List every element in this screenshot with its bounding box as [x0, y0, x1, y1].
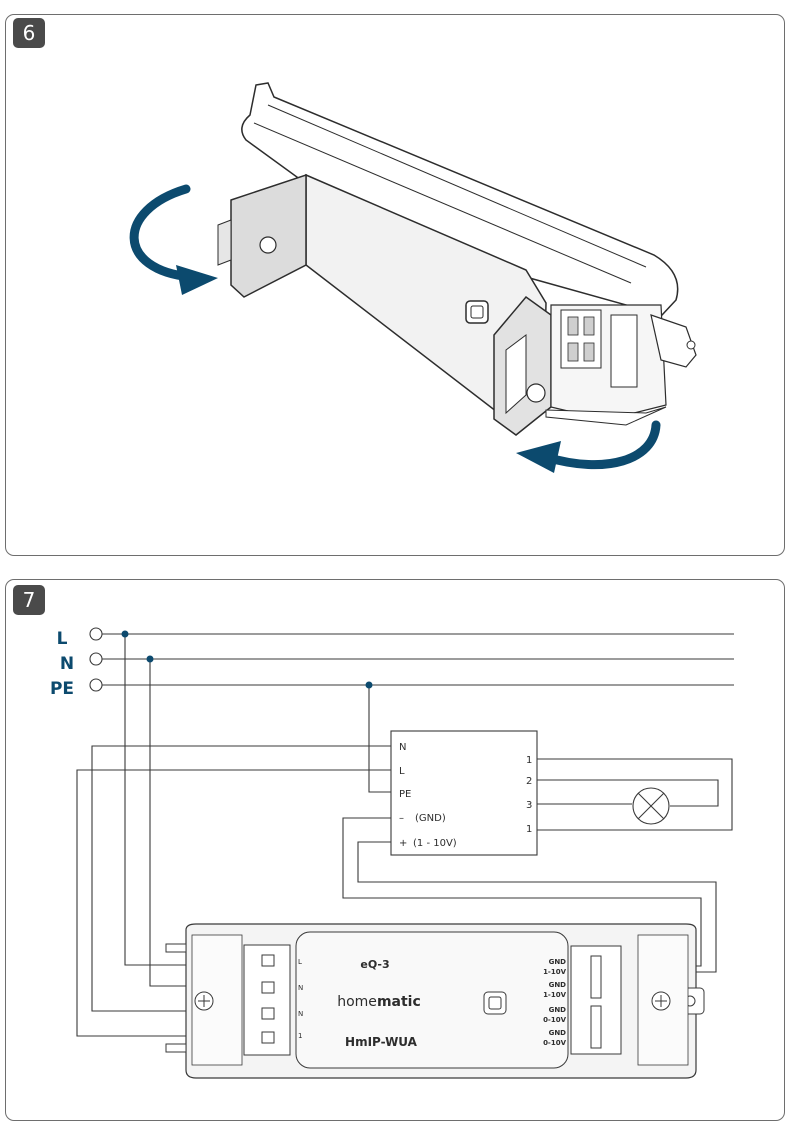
- mains-pe-label: PE: [50, 679, 74, 699]
- out-label: GND: [549, 1029, 567, 1037]
- driver-plus: +: [399, 838, 407, 849]
- driver-input-pe: PE: [399, 789, 411, 800]
- device-term-n1: N: [298, 984, 303, 992]
- out-label: 1-10V: [543, 991, 567, 999]
- driver-output-3: 3: [526, 800, 532, 811]
- step-number-badge: 6: [13, 18, 45, 48]
- driver-input-n: N: [399, 742, 406, 753]
- lamp-icon: [632, 787, 670, 825]
- device-brand: eQ-3: [360, 958, 389, 971]
- mains-n-label: N: [60, 654, 74, 674]
- step-6-panel: 6: [5, 14, 785, 556]
- driver-output-1b: 1: [526, 824, 532, 835]
- device-housing: [165, 923, 705, 1079]
- out-label: GND: [549, 958, 567, 966]
- out-label: GND: [549, 1006, 567, 1014]
- step-number-badge: 7: [13, 585, 45, 615]
- driver-gnd-label: (GND): [415, 813, 446, 824]
- terminal-pe: [89, 678, 103, 692]
- out-label: 0-10V: [543, 1039, 567, 1047]
- driver-minus: –: [399, 813, 404, 824]
- driver-output-1a: 1: [526, 755, 532, 766]
- driver-volt-label: (1 - 10V): [413, 838, 457, 849]
- step-7-panel: 7 L N PE: [5, 579, 785, 1121]
- device-term-n2: N: [298, 1010, 303, 1018]
- out-label: 0-10V: [543, 1016, 567, 1024]
- terminal-l: [89, 627, 103, 641]
- driver-input-l: L: [399, 766, 405, 777]
- driver-output-2: 2: [526, 776, 532, 787]
- open-housing-illustration: [129, 82, 697, 473]
- device-logo: homematic: [337, 994, 421, 1010]
- terminal-n: [89, 652, 103, 666]
- led-driver-box: [390, 730, 538, 856]
- wiring-diagram: L N PE: [50, 627, 734, 1079]
- out-label: GND: [549, 981, 567, 989]
- device-term-1: 1: [298, 1032, 302, 1040]
- out-label: 1-10V: [543, 968, 567, 976]
- device-term-l: L: [298, 958, 302, 966]
- device-model: HmIP-WUA: [345, 1035, 418, 1049]
- mains-l-label: L: [57, 629, 68, 649]
